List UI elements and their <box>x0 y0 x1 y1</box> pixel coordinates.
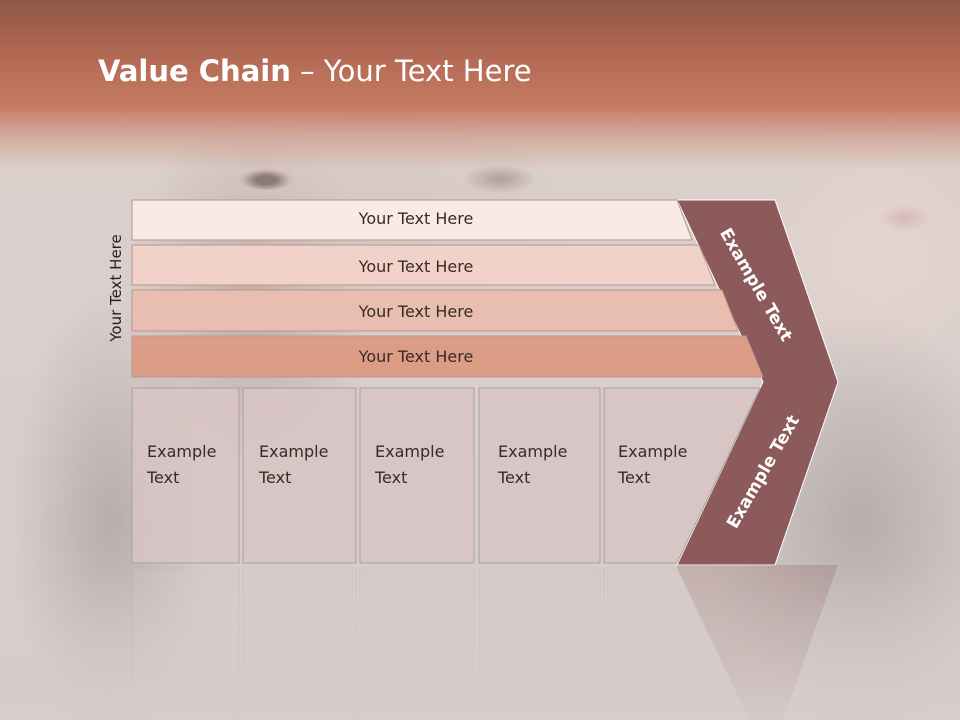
bar-1 <box>131 199 693 241</box>
header-band <box>0 0 960 170</box>
title-bold: Value Chain <box>98 54 291 88</box>
box-4-line2: Text <box>498 468 531 487</box>
box-5-line2: Text <box>618 468 651 487</box>
box-4-line1: Example <box>498 442 568 461</box>
box-3-line2: Text <box>375 468 408 487</box>
box-2-line1: Example <box>259 442 329 461</box>
bar-2 <box>131 244 716 286</box>
bar-3 <box>131 289 739 332</box>
bar-4 <box>131 335 764 378</box>
box-4 <box>478 387 601 564</box>
slide-title: Value Chain – Your Text Here <box>98 54 532 88</box>
bar-2-label: Your Text Here <box>358 257 474 276</box>
bar-4-label: Your Text Here <box>358 347 474 366</box>
box-5 <box>603 387 761 564</box>
box-5-line1: Example <box>618 442 688 461</box>
box-2-line2: Text <box>259 468 292 487</box>
box-1-line1: Example <box>147 442 217 461</box>
title-rest: – Your Text Here <box>290 54 532 88</box>
bar-3-label: Your Text Here <box>358 302 474 321</box>
bar-1-label: Your Text Here <box>358 209 474 228</box>
box-3 <box>359 387 475 564</box>
box-3-line1: Example <box>375 442 445 461</box>
box-1 <box>131 387 240 564</box>
box-2 <box>242 387 357 564</box>
box-1-line2: Text <box>147 468 180 487</box>
diagram-reflection <box>0 565 960 720</box>
